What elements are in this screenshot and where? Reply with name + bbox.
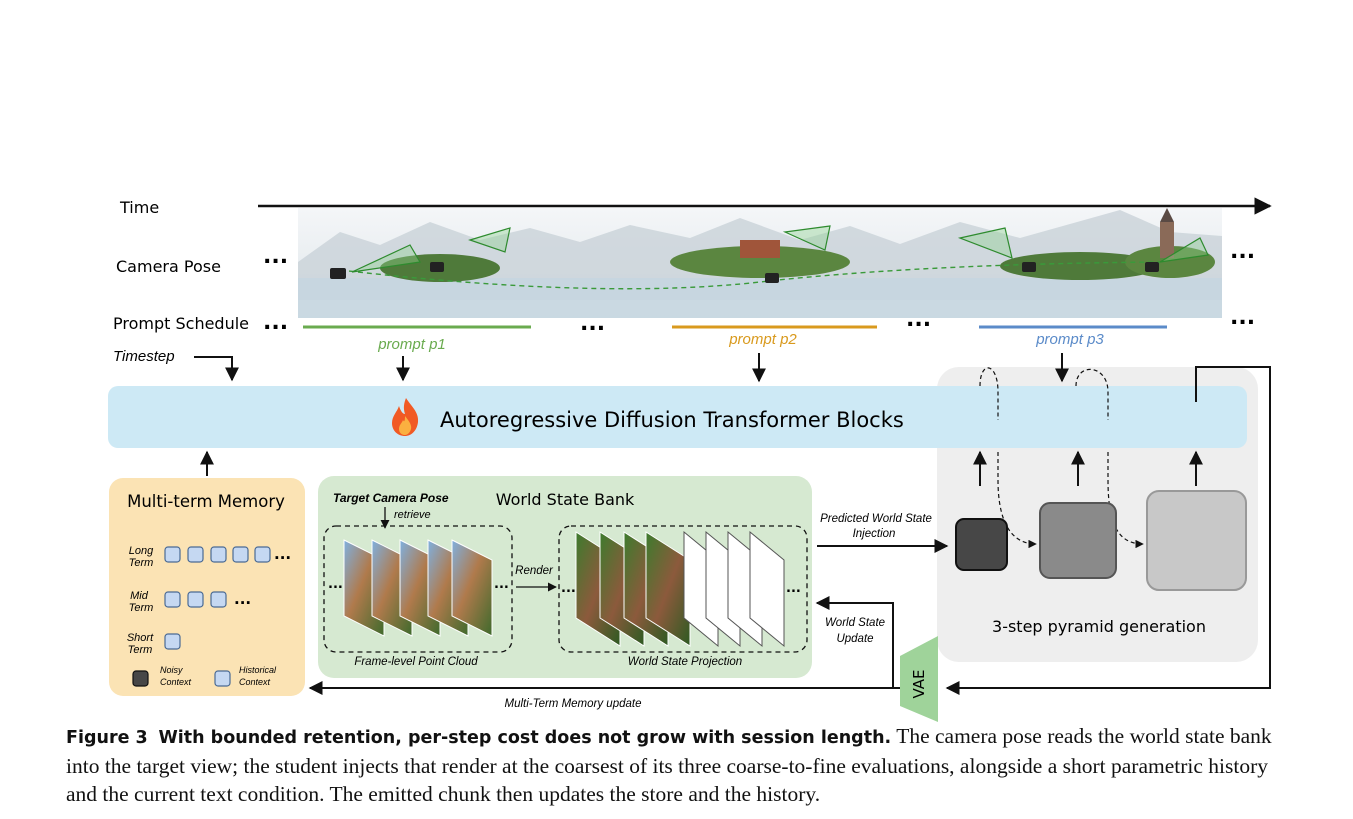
figure-number: Figure 3 [66, 728, 148, 748]
projection-label: World State Projection [628, 656, 742, 668]
projection-box [558, 525, 808, 653]
prompt-p3-label: prompt p3 [1035, 331, 1104, 348]
mid-term-label-1: Mid [130, 590, 149, 602]
retrieve-label: retrieve [394, 509, 431, 521]
output-loop-arrow [945, 366, 1271, 695]
point-cloud-ellipsis-right: ... [494, 577, 509, 592]
world-state-update-arrow [815, 596, 894, 688]
figure-caption: Figure 3 With bounded retention, per-ste… [66, 722, 1296, 808]
projection-frames [575, 530, 785, 648]
prompt-ellipsis-left: ... [263, 310, 288, 335]
mid-term-label-2: Term [129, 602, 154, 614]
short-term-label-1: Short [127, 632, 154, 644]
world-state-update-label-2: Update [836, 633, 873, 645]
pyramid-dashed-link-1 [979, 367, 999, 420]
fire-icon [392, 398, 419, 436]
noisy-context-label-1: Noisy [160, 665, 183, 675]
prompt-p2-label: prompt p2 [728, 331, 797, 348]
pyramid-step-1 [955, 518, 1008, 571]
prompt-ellipsis-1: ... [580, 311, 605, 336]
pyramid-dashed-link-2 [1075, 368, 1109, 420]
world-state-title: World State Bank [496, 490, 635, 509]
historical-context-label-2: Context [239, 677, 271, 687]
camera-ellipsis-left: ... [263, 244, 288, 269]
point-cloud-label: Frame-level Point Cloud [354, 656, 478, 668]
memory-title: Multi-term Memory [127, 492, 285, 511]
historical-context-swatch [214, 670, 231, 687]
caption-headline: With bounded retention, per-step cost do… [158, 728, 892, 748]
short-term-label-2: Term [128, 644, 153, 656]
long-term-slots [164, 546, 271, 563]
vae-label: VAE [910, 669, 928, 698]
pyramid-step-2 [1039, 502, 1117, 579]
time-label: Time [119, 198, 159, 217]
long-term-label-1: Long [129, 545, 154, 557]
point-cloud-ellipsis-left: ... [328, 577, 343, 592]
prompt-schedule-label: Prompt Schedule [113, 314, 249, 333]
long-term-ellipsis: ... [274, 545, 291, 563]
historical-context-label-1: Historical [239, 665, 277, 675]
transformer-title: Autoregressive Diffusion Transformer Blo… [440, 408, 904, 432]
point-cloud-box [323, 525, 513, 653]
render-label: Render [515, 565, 554, 577]
prompt-ellipsis-2: ... [906, 307, 931, 332]
camera-pose-label: Camera Pose [116, 257, 221, 276]
pyramid-step-3 [1146, 490, 1247, 591]
short-term-slot [164, 633, 181, 650]
predicted-injection-label-1: Predicted World State [820, 513, 932, 525]
point-cloud-frames [343, 539, 493, 637]
memory-update-label: Multi-Term Memory update [505, 698, 642, 710]
prompt-ellipsis-right: ... [1230, 305, 1255, 330]
noisy-context-label-2: Context [160, 677, 192, 687]
camera-ellipsis-right: ... [1230, 239, 1255, 264]
pyramid-caption: 3-step pyramid generation [992, 617, 1206, 636]
projection-ellipsis-left: ... [561, 581, 576, 596]
mid-term-ellipsis: ... [234, 590, 251, 608]
target-camera-pose-label: Target Camera Pose [333, 491, 449, 505]
vae-block [900, 636, 938, 722]
noisy-context-swatch [132, 670, 149, 687]
projection-ellipsis-right: ... [786, 581, 801, 596]
long-term-label-2: Term [129, 557, 154, 569]
timestep-label: Timestep [113, 348, 175, 365]
predicted-injection-label-2: Injection [853, 528, 896, 540]
mid-term-slots [164, 591, 227, 608]
memory-panel [109, 478, 305, 696]
prompt-p1-label: prompt p1 [377, 336, 446, 353]
timestep-arrow [194, 356, 239, 382]
world-state-update-label-1: World State [825, 617, 885, 629]
caption-body: The camera pose reads the world state ba… [66, 724, 1272, 806]
panorama-image [298, 208, 1222, 318]
transformer-block [108, 386, 1247, 448]
